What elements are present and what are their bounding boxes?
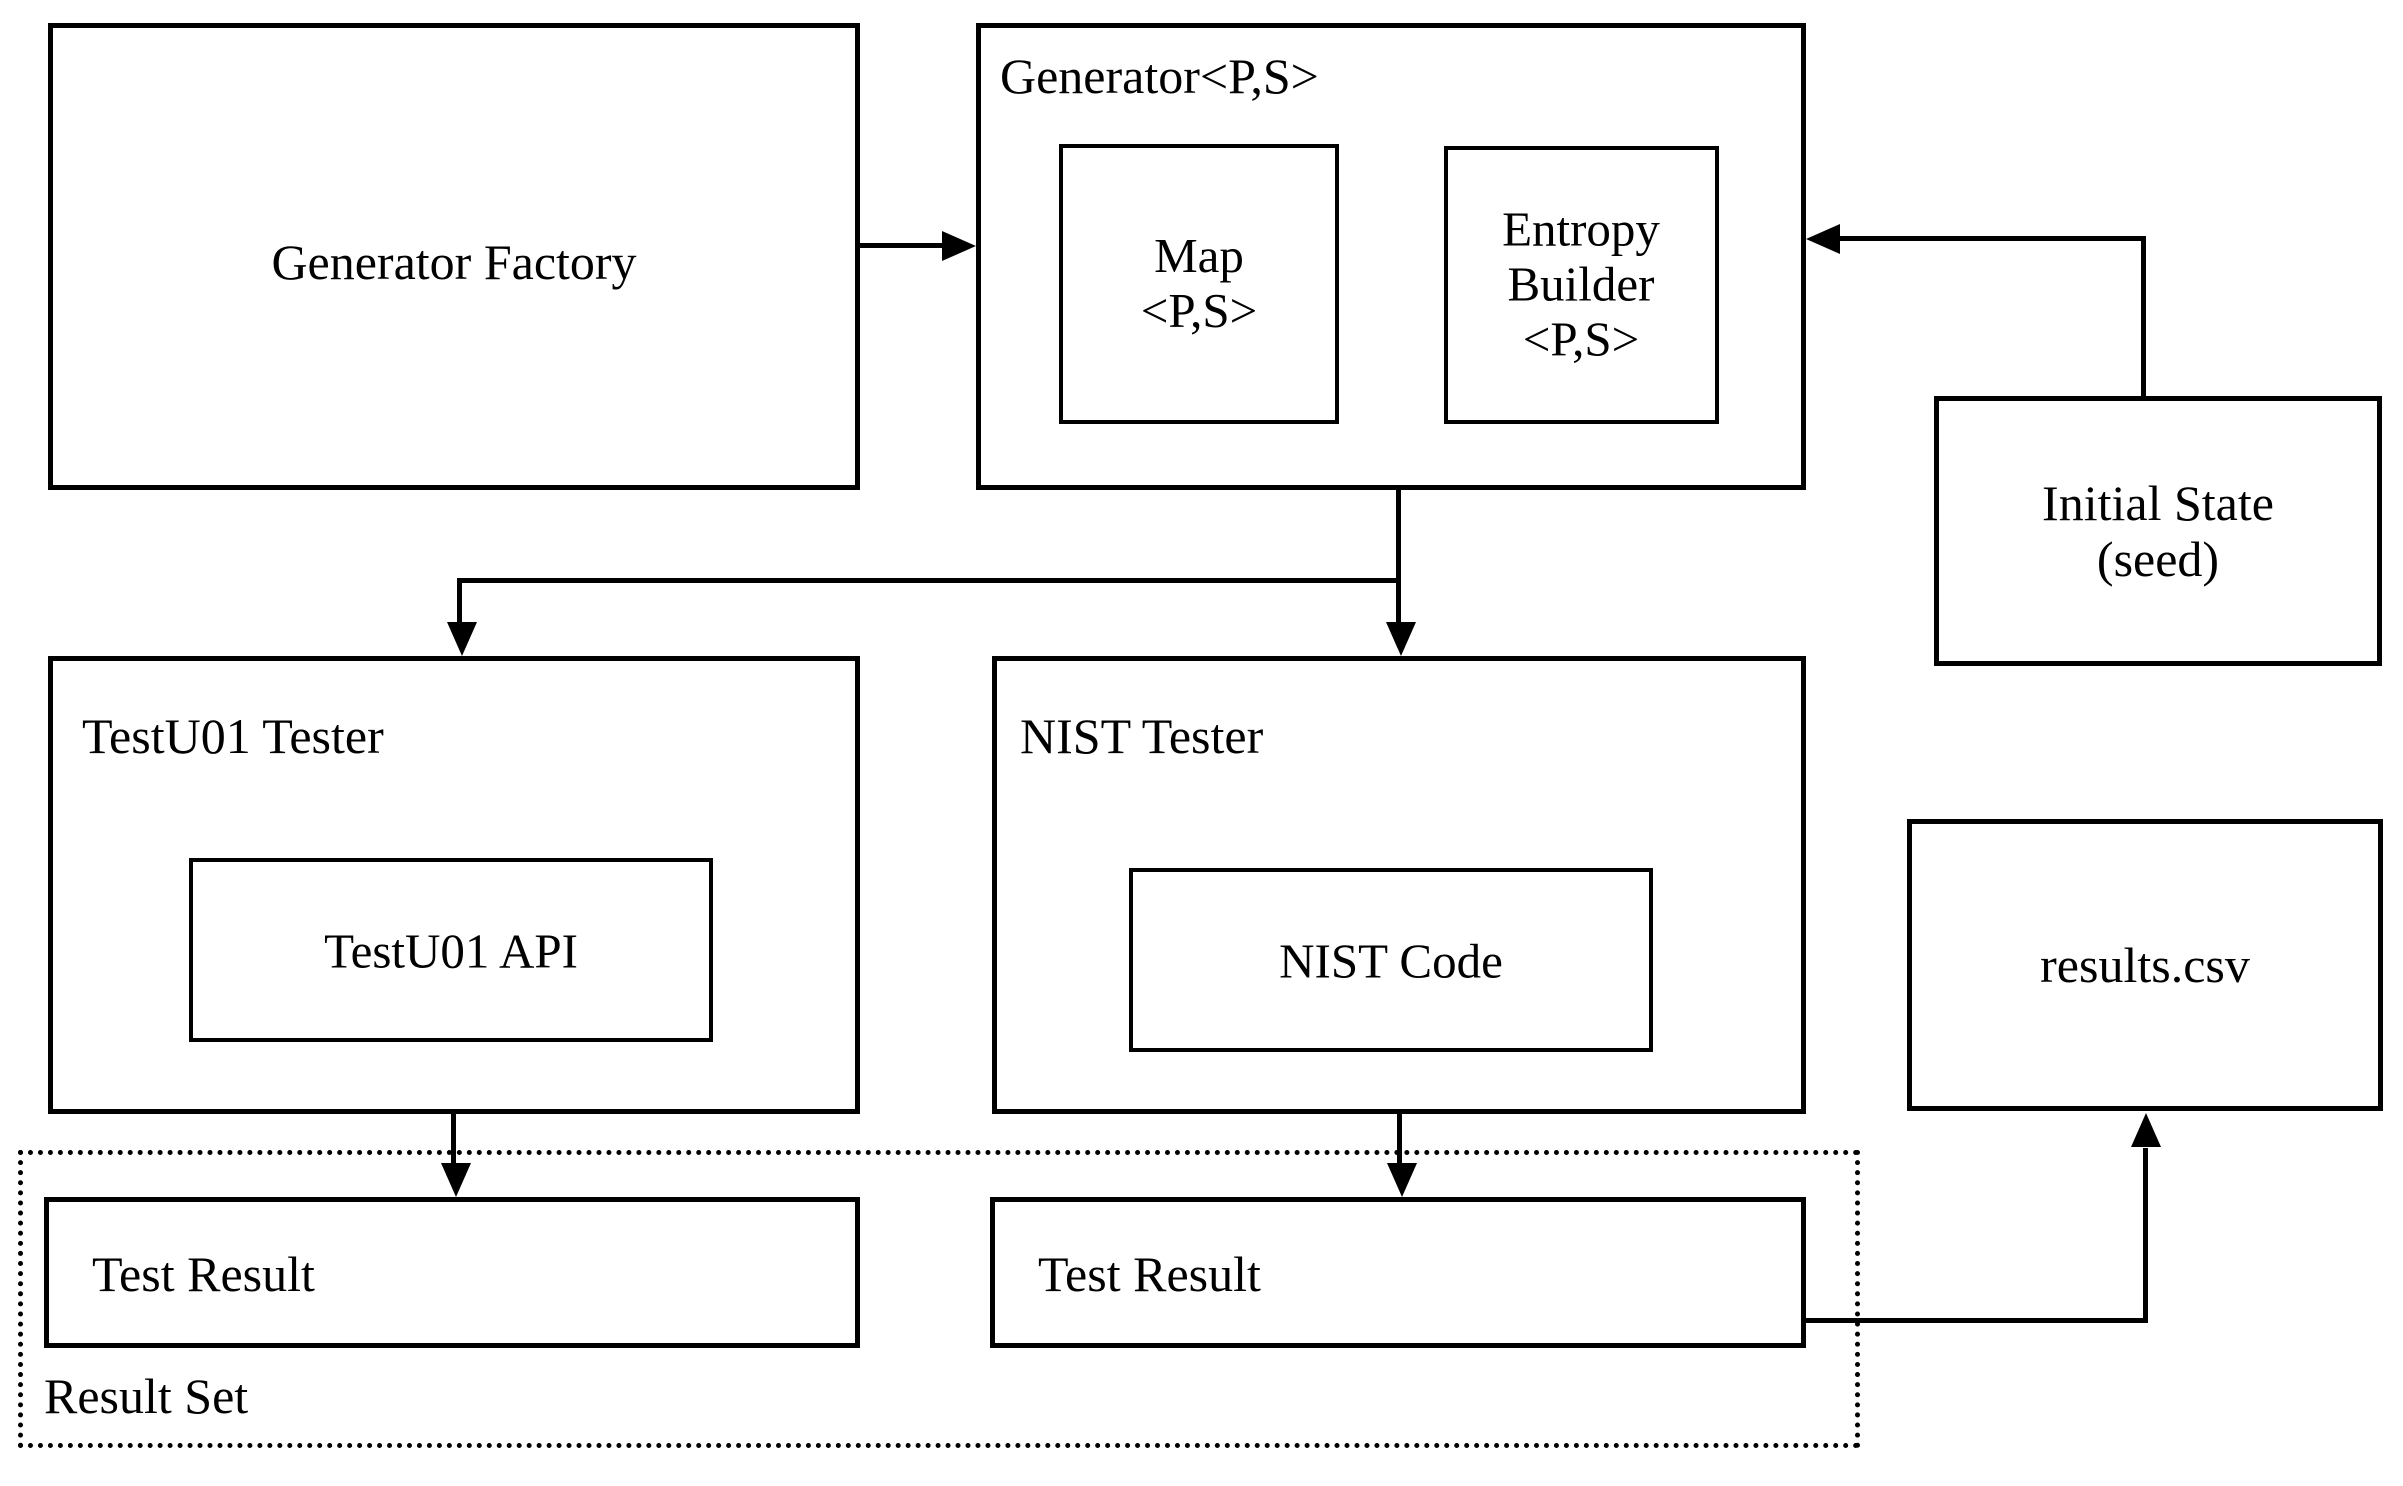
node-map-label: Map <P,S>: [1140, 228, 1258, 338]
edge-nist-to-result-line: [1397, 1114, 1402, 1163]
edge-testu01-to-result-arrowhead: [441, 1163, 471, 1197]
edge-generator-to-nist-arrowhead: [1386, 622, 1416, 656]
group-result-set: [18, 1150, 1860, 1448]
node-test-result-right-label: Test Result: [1038, 1246, 1261, 1302]
edge-generator-to-testu01-riser: [457, 578, 462, 624]
edge-testu01-to-result-line: [451, 1114, 456, 1163]
node-initial-state[interactable]: [1934, 396, 2382, 666]
node-nist-code-label: NIST Code: [1279, 933, 1503, 989]
edge-generator-to-testu01-arrowhead: [447, 622, 477, 656]
edge-result-to-csv-arrowhead: [2131, 1113, 2161, 1147]
group-result-set-label: Result Set: [44, 1368, 249, 1424]
edge-factory-to-generator-arrowhead: [942, 231, 976, 261]
node-test-result-left[interactable]: [44, 1197, 860, 1348]
edge-result-to-csv-line: [1806, 1318, 2148, 1323]
node-results-csv-label: results.csv: [2040, 937, 2250, 993]
node-testu01-api-label: TestU01 API: [324, 923, 578, 979]
node-test-result-right[interactable]: [990, 1197, 1806, 1348]
edge-generator-branch-line: [457, 578, 1401, 583]
edge-result-to-csv-riser: [2143, 1148, 2148, 1323]
node-map[interactable]: [1059, 144, 1339, 424]
node-generator-factory[interactable]: [48, 23, 860, 490]
node-entropy-builder[interactable]: [1444, 146, 1719, 424]
edge-nist-to-result-arrowhead: [1387, 1163, 1417, 1197]
node-generator-label: Generator<P,S>: [1000, 48, 1319, 104]
edge-seed-to-generator-riser: [2141, 236, 2146, 398]
node-results-csv[interactable]: [1907, 819, 2383, 1111]
node-testu01-api[interactable]: [189, 858, 713, 1042]
node-nist-tester-label: NIST Tester: [1020, 708, 1264, 764]
edge-generator-drop-line: [1396, 490, 1401, 622]
edge-factory-to-generator-line: [860, 243, 946, 248]
node-test-result-left-label: Test Result: [92, 1246, 315, 1302]
node-generator-factory-label: Generator Factory: [271, 234, 637, 290]
node-nist-code[interactable]: [1129, 868, 1653, 1052]
edge-seed-to-generator-arrowhead: [1806, 224, 1840, 254]
node-initial-state-label: Initial State (seed): [2042, 475, 2274, 587]
edge-generator-to-nist-riser: [1396, 578, 1401, 624]
edge-seed-to-generator-line: [1840, 236, 2144, 241]
node-testu01-tester-label: TestU01 Tester: [82, 708, 384, 764]
node-entropy-builder-label: Entropy Builder <P,S>: [1502, 201, 1660, 367]
